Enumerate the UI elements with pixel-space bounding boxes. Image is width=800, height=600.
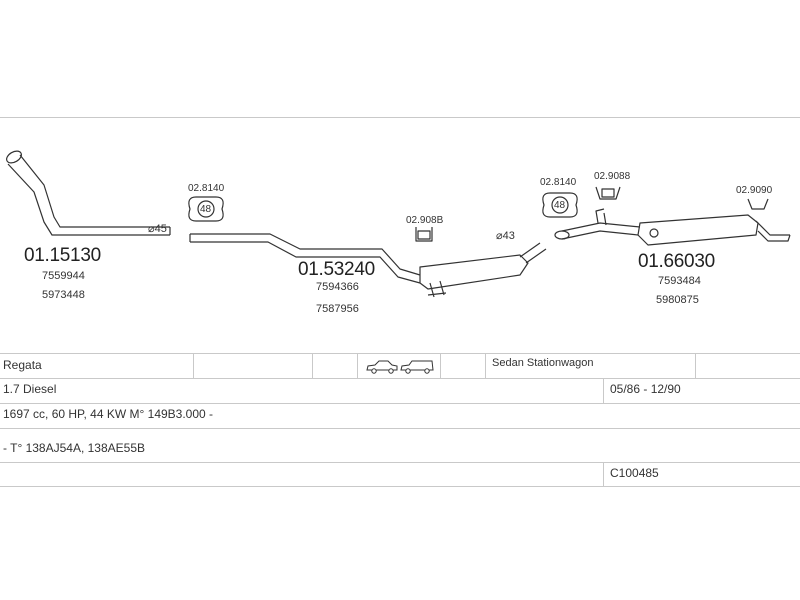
oe-number: 5973448 [42,289,85,301]
oe-number: 7594366 [316,281,359,293]
type-codes: - T° 138AJ54A, 138AE55B [3,441,146,455]
oe-number: 7559944 [42,270,85,282]
part-number-rear-box: 01.66030 [638,251,715,272]
middle-section-drawing [189,233,547,298]
table-col-divider [603,462,604,486]
table-col-divider [357,353,358,378]
clamp-size-label: 48 [554,200,566,211]
part-number-clamp: 02.8140 [540,177,577,188]
table-row-divider [0,486,800,487]
oe-number: 5980875 [656,294,699,306]
clamp-icon [188,196,224,222]
diameter-label: ⌀43 [496,230,515,242]
table-col-divider [603,378,604,403]
part-number-clamp: 02.8140 [188,183,225,194]
production-years: 05/86 - 12/90 [610,382,681,396]
table-row-divider [0,378,800,379]
table-col-divider [485,353,486,378]
table-col-divider [193,353,194,378]
clamp-icon [542,192,578,218]
oe-number: 7587956 [316,303,359,315]
exhaust-system-diagram: 48 48 01.15130 7559944 5973448 ⌀45 02.81… [0,117,800,353]
top-border [0,117,800,118]
table-col-divider [695,353,696,378]
clamp-size-label: 48 [200,204,212,215]
oe-number: 7593484 [658,275,701,287]
table-row-divider [0,353,800,354]
part-number-mount: 02.908B [406,215,444,226]
rubber-mount-icon [415,227,433,242]
engine-spec: 1697 cc, 60 HP, 44 KW M° 149B3.000 - [3,407,214,421]
part-number-mount: 02.9088 [594,171,631,182]
vehicle-model: Regata [3,358,42,372]
catalog-code: C100485 [610,466,659,480]
engine-label: 1.7 Diesel [3,382,57,396]
rear-box-drawing [554,208,791,246]
part-number-mount: 02.9090 [736,185,773,196]
table-row-divider [0,403,800,404]
part-number-front-pipe: 01.15130 [24,245,101,266]
table-col-divider [440,353,441,378]
rubber-mount-icon [747,198,769,210]
sedan-car-icon [366,360,398,379]
body-types: Sedan Stationwagon [492,357,594,369]
part-number-middle-section: 01.53240 [298,259,375,280]
table-row-divider [0,462,800,463]
diameter-label: ⌀45 [148,223,167,235]
rubber-mount-icon [595,186,621,200]
table-col-divider [312,353,313,378]
table-row-divider [0,428,800,429]
front-pipe-drawing [6,150,171,236]
stationwagon-car-icon [400,360,434,379]
